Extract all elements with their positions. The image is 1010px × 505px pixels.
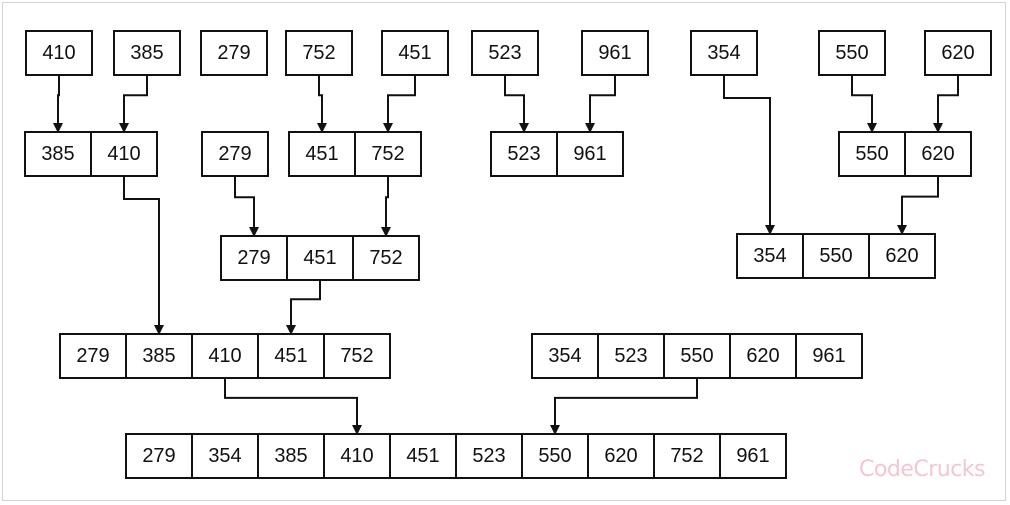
array-cell: 410 xyxy=(90,131,158,177)
array-cell: 354 xyxy=(690,30,758,76)
array-cell: 410 xyxy=(323,433,391,479)
array-cell: 385 xyxy=(24,131,92,177)
array-cell: 752 xyxy=(285,30,353,76)
watermark-logo: CodeCrucks xyxy=(859,457,985,482)
array-cell: 385 xyxy=(113,30,181,76)
merge-arrow xyxy=(317,76,327,133)
merge-arrow xyxy=(585,76,616,133)
array-cell: 550 xyxy=(521,433,589,479)
array-cell: 550 xyxy=(818,30,886,76)
array-cell: 385 xyxy=(257,433,325,479)
array-cell: 279 xyxy=(125,433,193,479)
array-cell: 961 xyxy=(795,333,863,379)
merge-arrow xyxy=(53,76,63,133)
merge-arrow xyxy=(381,177,391,237)
array-cell: 279 xyxy=(220,235,288,281)
merge-arrow xyxy=(550,379,698,435)
array-cell: 752 xyxy=(354,131,422,177)
array-cell: 410 xyxy=(25,30,93,76)
merge-arrow xyxy=(234,177,259,237)
array-cell: 550 xyxy=(663,333,731,379)
array-cell: 410 xyxy=(191,333,259,379)
array-cell: 961 xyxy=(581,30,649,76)
array-cell: 961 xyxy=(719,433,787,479)
array-cell: 620 xyxy=(729,333,797,379)
merge-arrow xyxy=(119,76,148,133)
array-cell: 279 xyxy=(201,131,269,177)
merge-arrow xyxy=(504,76,529,133)
array-cell: 451 xyxy=(286,235,354,281)
array-cell: 279 xyxy=(200,30,268,76)
array-cell: 620 xyxy=(924,30,992,76)
array-cell: 279 xyxy=(59,333,127,379)
array-cell: 451 xyxy=(389,433,457,479)
merge-arrow xyxy=(383,76,416,133)
array-cell: 385 xyxy=(125,333,193,379)
array-cell: 354 xyxy=(191,433,259,479)
array-cell: 550 xyxy=(838,131,906,177)
array-cell: 451 xyxy=(381,30,449,76)
merge-arrow xyxy=(123,177,164,335)
merge-arrow xyxy=(224,379,362,435)
array-cell: 620 xyxy=(587,433,655,479)
array-cell: 354 xyxy=(531,333,599,379)
array-cell: 451 xyxy=(257,333,325,379)
array-cell: 523 xyxy=(597,333,665,379)
merge-arrow xyxy=(723,76,775,235)
merge-arrow xyxy=(897,177,939,235)
merge-arrow xyxy=(286,281,321,335)
array-cell: 961 xyxy=(556,131,624,177)
array-cell: 550 xyxy=(802,233,870,279)
array-cell: 451 xyxy=(288,131,356,177)
merge-arrow xyxy=(851,76,877,133)
array-cell: 620 xyxy=(904,131,972,177)
array-cell: 752 xyxy=(323,333,391,379)
merge-sort-diagram xyxy=(53,76,959,435)
array-cell: 752 xyxy=(653,433,721,479)
merge-arrow xyxy=(933,76,959,133)
array-cell: 523 xyxy=(455,433,523,479)
array-cell: 523 xyxy=(490,131,558,177)
array-cell: 523 xyxy=(471,30,539,76)
array-cell: 620 xyxy=(868,233,936,279)
array-cell: 354 xyxy=(736,233,804,279)
array-cell: 752 xyxy=(352,235,420,281)
connectors xyxy=(53,76,959,435)
